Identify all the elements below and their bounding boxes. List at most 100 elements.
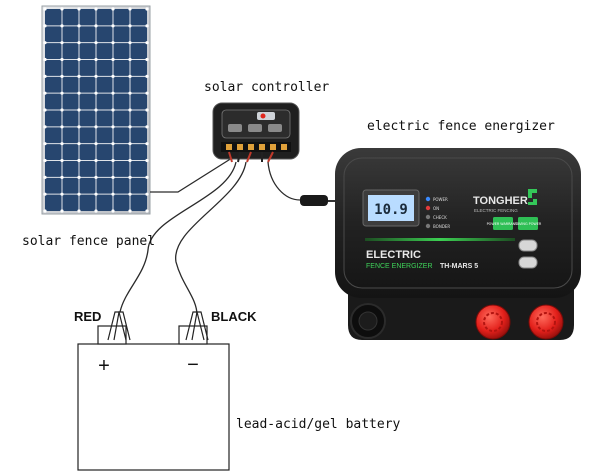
panel-cell-corner: [128, 74, 132, 78]
power-led: [425, 196, 431, 202]
status-leds: POWER ON CHECK BONDER: [425, 196, 450, 229]
led-label-bonder: BONDER: [433, 224, 450, 229]
panel-cell-corner: [111, 125, 115, 129]
panel-cell-corner: [111, 57, 115, 62]
panel-cell-corner: [77, 175, 81, 179]
controller-terminal-block: [221, 142, 291, 152]
panel-cell-corner: [60, 74, 64, 78]
panel-cell-corner: [128, 24, 132, 28]
battery-post-positive: [97, 325, 127, 345]
panel-cell-corner: [94, 125, 98, 129]
saving-power-button[interactable]: [518, 217, 538, 230]
panel-cell-corner: [43, 175, 47, 179]
black-knob[interactable]: [350, 303, 386, 339]
wire-controller-to-energizer: [267, 161, 301, 201]
panel-cell-corner: [60, 192, 64, 196]
brand-logo-text: TONGHER: [473, 195, 528, 207]
on-led: [425, 205, 431, 211]
panel-cell-corner: [60, 125, 64, 129]
panel-cell-corner: [77, 24, 81, 28]
panel-cell-corner: [43, 142, 47, 146]
solar-panel-grid: [43, 7, 149, 213]
solar-controller-device: [212, 102, 300, 163]
energizer-green-bar: [365, 238, 515, 241]
panel-cell-corner: [128, 7, 132, 11]
solar-panel: [41, 5, 151, 215]
panel-cell-corner: [77, 142, 81, 146]
panel-cell-corner: [94, 175, 98, 179]
led-label-power: POWER: [433, 197, 448, 202]
controller-led: [260, 113, 266, 119]
panel-cell-corner: [128, 142, 132, 146]
plus-symbol: +: [98, 355, 110, 377]
panel-cell-corner: [60, 91, 64, 95]
energizer-subtitle: FENCE ENERGIZER: [366, 263, 433, 270]
panel-cell-corner: [94, 91, 98, 95]
led-label-on: ON: [433, 206, 439, 211]
saving-power-label: SAVING POWER: [515, 222, 542, 226]
battery-body: [77, 343, 230, 471]
controller-leads: [228, 151, 274, 163]
panel-cell-corner: [94, 24, 98, 28]
energizer-model: TH-MARS 5: [440, 263, 478, 270]
panel-cell-corner: [94, 209, 98, 213]
panel-cell-corner: [111, 192, 115, 196]
power-warranty-label: POWER WARRANTY: [487, 222, 521, 226]
panel-cell-corner: [77, 192, 81, 196]
panel-cell-corner: [145, 192, 149, 196]
panel-cell-corner: [43, 41, 47, 45]
panel-cell-corner: [111, 74, 115, 78]
panel-cell-corner: [145, 74, 149, 78]
panel-cell-corner: [77, 57, 81, 62]
panel-cell-corner: [128, 91, 132, 95]
panel-cell-corner: [43, 91, 47, 95]
label-energizer: electric fence energizer: [367, 119, 555, 134]
panel-cell-corner: [128, 125, 132, 129]
panel-cell-corner: [77, 209, 81, 213]
panel-cell-corner: [94, 7, 98, 11]
panel-cell-corner: [94, 74, 98, 78]
up-button[interactable]: [518, 239, 538, 252]
panel-cell-corner: [77, 158, 81, 163]
controller-terminals: [226, 144, 287, 150]
panel-cell-corner: [77, 108, 81, 112]
panel-cell-corner: [60, 24, 64, 28]
panel-cell-corner: [94, 41, 98, 45]
load-icon: [268, 124, 282, 132]
panel-cell-corner: [111, 108, 115, 112]
panel-cell-corner: [145, 24, 149, 28]
controller-display: [257, 112, 275, 120]
panel-cell-corner: [60, 175, 64, 179]
battery-device: + −: [77, 311, 230, 471]
brand-mark-icon: [528, 189, 537, 205]
energizer-title: ELECTRIC: [366, 249, 421, 261]
panel-cell-corner: [77, 74, 81, 78]
wire-panel-to-controller: [150, 157, 233, 193]
panel-cell-corner: [128, 158, 132, 163]
red-terminal-knob-left[interactable]: [475, 304, 511, 340]
label-battery: lead-acid/gel battery: [236, 417, 401, 432]
panel-cell-corner: [60, 57, 64, 62]
down-button[interactable]: [518, 256, 538, 269]
panel-cell-corner: [111, 24, 115, 28]
red-terminal-knob-right[interactable]: [528, 304, 564, 340]
check-led: [425, 214, 431, 220]
panel-cell-corner: [128, 192, 132, 196]
panel-cell-corner: [43, 74, 47, 78]
panel-cell-corner: [43, 125, 47, 129]
panel-cell-corner: [145, 91, 149, 95]
power-warranty-button[interactable]: [493, 217, 513, 230]
panel-cell-corner: [145, 57, 149, 62]
energizer-bezel: [343, 157, 573, 289]
panel-cell-corner: [111, 209, 115, 213]
panel-cell-corner: [145, 142, 149, 146]
panel-cell-corner: [145, 41, 149, 45]
panel-cell-corner: [94, 108, 98, 112]
panel-cell-corner: [145, 125, 149, 129]
panel-cell-corner: [77, 125, 81, 129]
battery-icon: [248, 124, 262, 132]
panel-cell-corner: [111, 175, 115, 179]
panel-cell-corner: [145, 158, 149, 163]
lcd-screen: [368, 195, 414, 221]
